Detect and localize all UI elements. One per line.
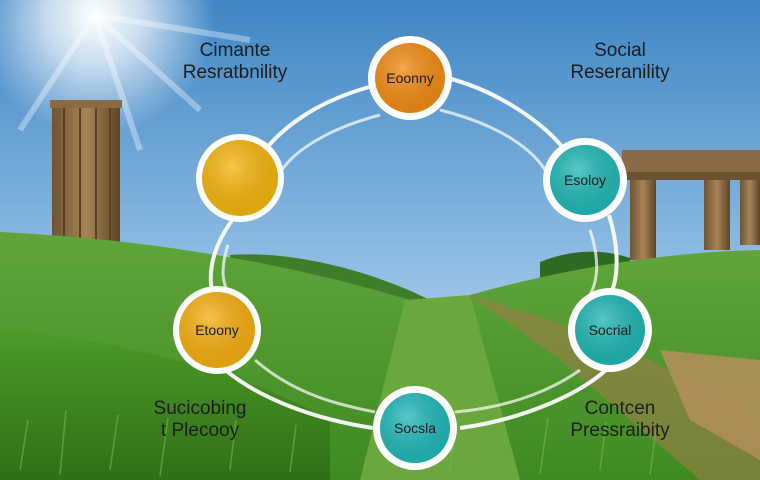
node-upper-right-label: Esoloy xyxy=(564,172,606,188)
node-bottom-label: Socsla xyxy=(394,420,436,436)
node-top[interactable]: Eoonny xyxy=(368,36,452,120)
soil-edge xyxy=(470,295,760,480)
label-bottom-left-line2: t Plecooy xyxy=(160,420,240,441)
node-lower-right-label: Socrial xyxy=(589,322,632,338)
node-lower-left-label: Etoony xyxy=(195,322,239,338)
label-top-left-line1: Cimante xyxy=(199,40,271,61)
node-lower-right[interactable]: Socrial xyxy=(568,288,652,372)
label-bottom-left-line1: Sucicobing xyxy=(153,398,247,419)
connection-ring xyxy=(208,74,619,430)
label-bottom-right: Contcen Pressraibity xyxy=(540,398,700,442)
label-top-right-line1: Social xyxy=(594,40,646,61)
temple-ruins-right xyxy=(622,150,760,260)
sun-rays xyxy=(17,12,251,151)
label-bottom-left: Sucicobing t Plecooy xyxy=(130,398,270,442)
label-top-left: Cimante Resratbnility xyxy=(140,40,330,84)
foreground-grass xyxy=(0,330,330,480)
label-bottom-right-line2: Pressraibity xyxy=(570,420,670,441)
label-top-right: Social Reseranility xyxy=(530,40,710,84)
label-top-right-line2: Reseranility xyxy=(570,62,670,83)
node-top-label: Eoonny xyxy=(386,70,433,86)
stone-column-left xyxy=(50,100,122,245)
node-upper-right[interactable]: Esoloy xyxy=(543,138,627,222)
label-top-left-line2: Resratbnility xyxy=(182,62,288,83)
node-lower-left[interactable]: Etoony xyxy=(173,286,261,374)
node-upper-left[interactable] xyxy=(196,134,284,222)
node-bottom[interactable]: Socsla xyxy=(373,386,457,470)
label-bottom-right-line1: Contcen xyxy=(584,398,656,419)
stone-steps xyxy=(660,350,760,460)
